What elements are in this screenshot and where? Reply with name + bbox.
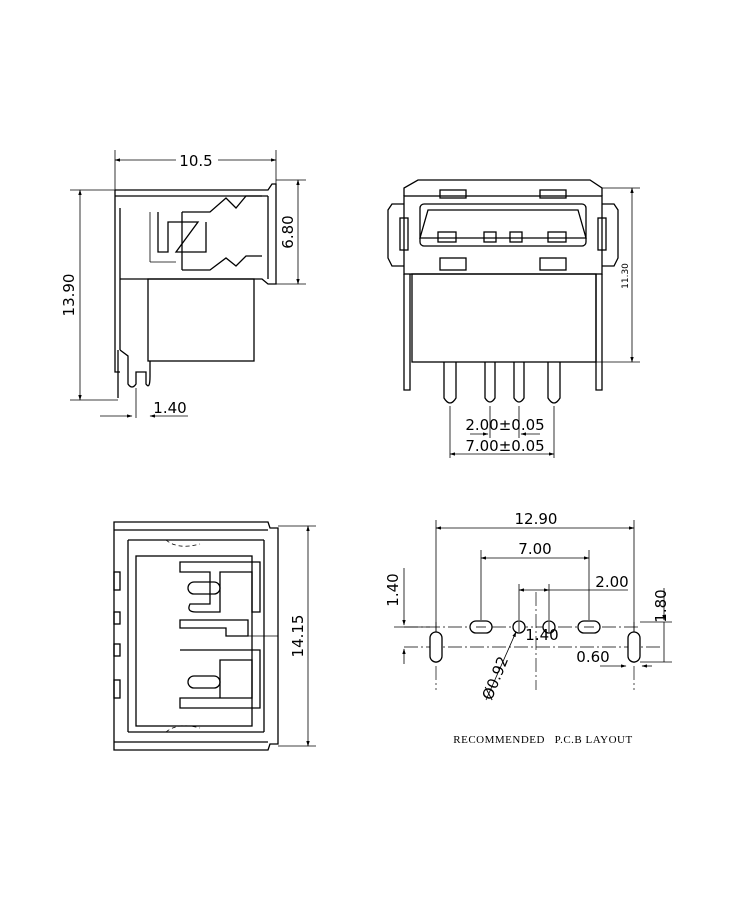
front-view: 11.30 2.00±0.05 7.00±0.05 — [387, 179, 640, 458]
pcb-outer-pins-label: 7.00 — [518, 540, 551, 558]
top-view: 14.15 — [113, 521, 316, 751]
top-length-label: 14.15 — [289, 615, 307, 658]
pcb-caption: RECOMMENDED P.C.B LAYOUT — [453, 734, 632, 746]
pcb-slot-width-label: 0.60 — [576, 648, 609, 666]
side-view: 10.5 13.90 6.80 1.40 — [60, 150, 306, 418]
pcb-hole-dia-label: Ø0.92 — [479, 654, 513, 703]
pcb-hole-offset-label: 1.40 — [384, 573, 402, 606]
front-view-body — [387, 179, 619, 404]
front-pitch-label: 2.00±0.05 — [465, 416, 544, 434]
pcb-slot-left — [429, 631, 443, 663]
pcb-pitch-label: 2.00 — [595, 573, 628, 591]
pcb-overall-label: 12.90 — [515, 510, 558, 528]
side-width-label: 10.5 — [179, 152, 212, 170]
pcb-slot-right — [627, 631, 641, 663]
front-span-label: 7.00±0.05 — [465, 437, 544, 455]
pcb-layout: 12.90 7.00 2.00 1.40 1.80 1.40 0.60 Ø0.9… — [384, 510, 672, 746]
side-height-label: 13.90 — [60, 274, 78, 317]
front-height-label: 11.30 — [621, 263, 631, 289]
pcb-center-offset-label: 1.40 — [525, 626, 558, 644]
side-view-body — [114, 183, 277, 398]
top-view-body — [113, 521, 279, 751]
pcb-slot-offset-label: 1.80 — [652, 589, 670, 622]
side-offset-label: 1.40 — [153, 399, 186, 417]
side-opening-label: 6.80 — [279, 215, 297, 248]
